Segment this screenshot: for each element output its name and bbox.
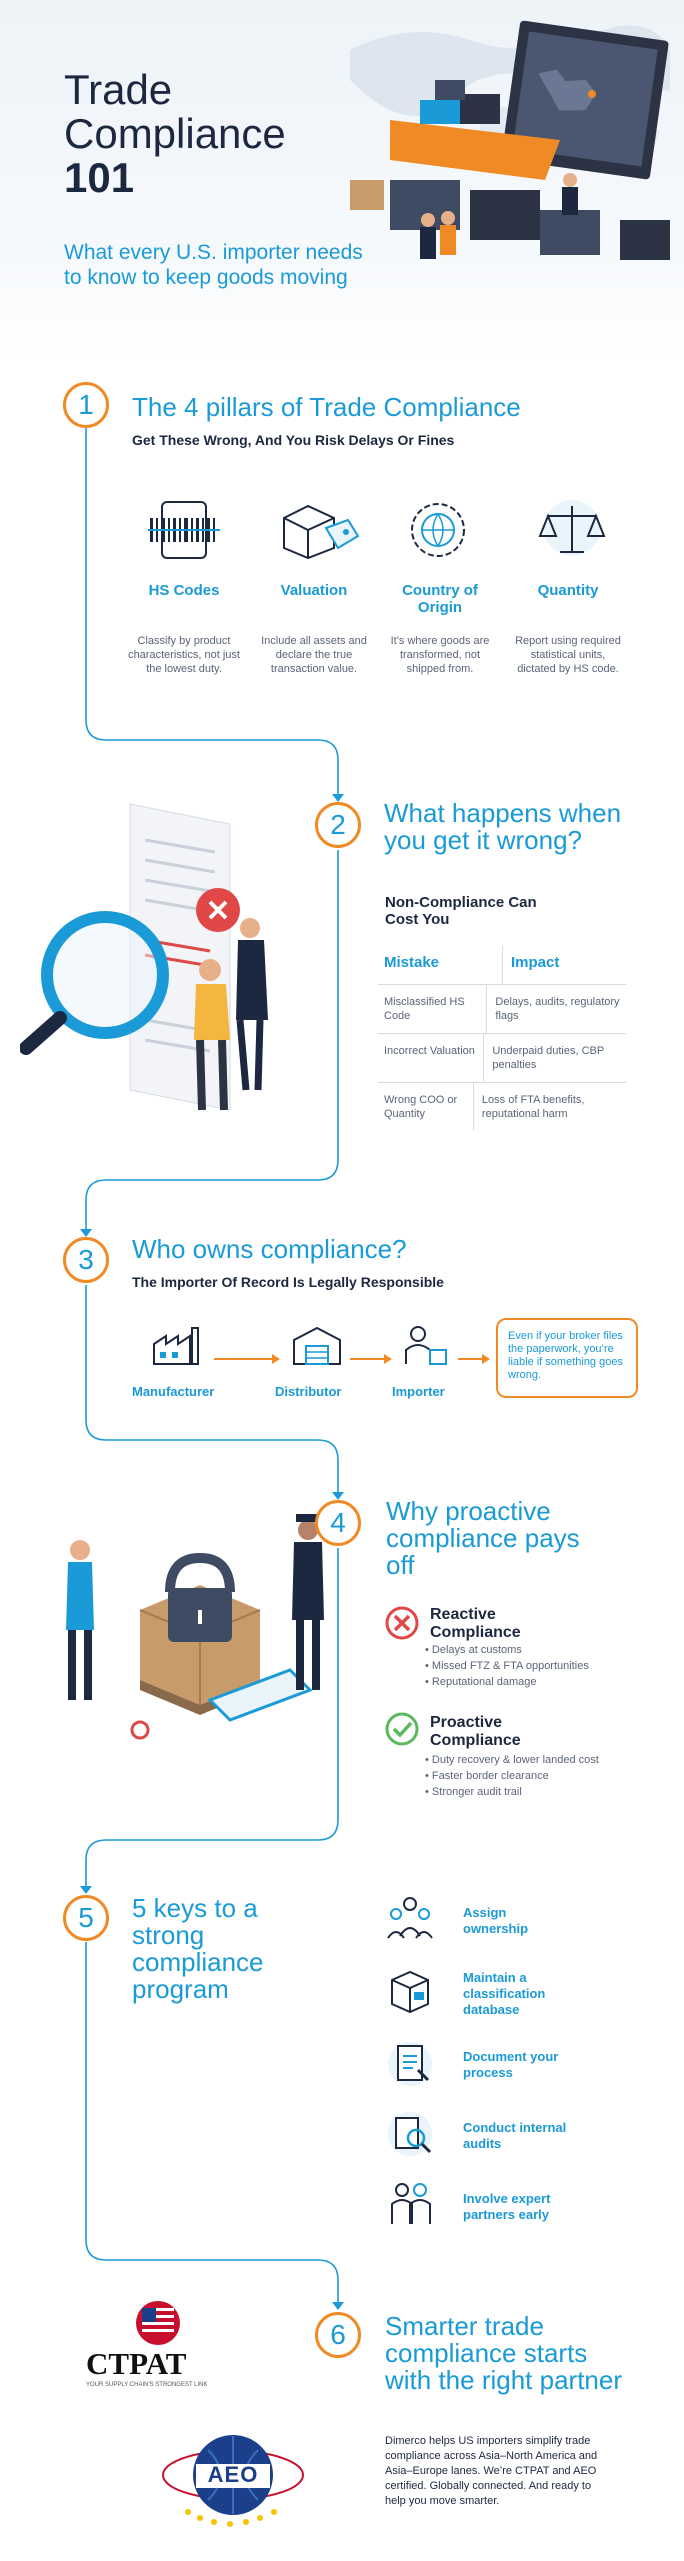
expert-partners-icon — [391, 2183, 431, 2224]
section-2-title: What happens when you get it wrong? — [384, 798, 622, 855]
section-6-body: Dimerco helps US importers simplify trad… — [385, 2435, 598, 2507]
page-title: Trade Compliance 101 — [64, 66, 286, 201]
ctpat-flag-emblem — [136, 2301, 180, 2345]
section-1-subtitle: Get These Wrong, And You Risk Delays Or … — [132, 432, 455, 448]
section-1-number: 1 — [63, 382, 109, 428]
mistake-impact-table: Mistake Impact Misclassified HS Code Del… — [378, 946, 626, 1131]
proactive-list: • Duty recovery & lower landed cost • Fa… — [425, 1754, 599, 1798]
reactive-item: Missed FTZ & FTA opportunities — [431, 1660, 589, 1672]
aeo-globe-logo — [162, 2435, 304, 2527]
globe-gear-icon — [411, 503, 465, 557]
section-4-title: Why proactive compliance pays off — [386, 1496, 580, 1580]
column-header: Impact — [511, 954, 560, 971]
chain-arrow-3 — [458, 1354, 490, 1364]
pillar-label: Valuation — [280, 582, 348, 599]
proactive-item: Faster border clearance — [431, 1770, 549, 1782]
section-3-number: 3 — [63, 1237, 109, 1283]
key-expert-partners: Involve expert partners early — [463, 2191, 551, 2222]
magnifier-document-illustration — [20, 803, 268, 1111]
table-cell: Underpaid duties, CBP penalties — [492, 1045, 605, 1071]
section-3-title: Who owns compliance? — [132, 1234, 407, 1264]
box-price-tag-icon — [283, 504, 360, 560]
security-pallet-illustration — [66, 1514, 324, 1740]
pillar-desc: Classify by product characteristics, not… — [128, 635, 240, 675]
section-2-number: 2 — [315, 802, 361, 848]
table-cell: Misclassified HS Code — [378, 985, 488, 1033]
table-row: Misclassified HS Code Delays, audits, re… — [378, 984, 626, 1033]
factory-icon — [153, 1327, 199, 1365]
table-cell: Delays, audits, regulatory flags — [495, 996, 620, 1022]
timeline-connector — [80, 424, 344, 2310]
pillar-desc: Include all assets and declare the true … — [261, 635, 367, 675]
key-internal-audits: Conduct internal audits — [463, 2120, 567, 2151]
chain-arrow-1 — [214, 1354, 280, 1364]
section-5-number: 5 — [63, 1895, 109, 1941]
reactive-x-icon — [385, 1606, 419, 1640]
reactive-list: • Delays at customs • Missed FTZ & FTA o… — [425, 1644, 589, 1688]
table-cell: Incorrect Valuation — [378, 1034, 485, 1082]
key-document-process: Document your process — [463, 2049, 559, 2080]
reactive-item: Delays at customs — [431, 1644, 522, 1656]
pillar-label: HS Codes — [148, 582, 220, 599]
team-icon — [387, 1897, 433, 1939]
pillar-label: Country of Origin — [402, 582, 478, 616]
table-cell: Loss of FTA benefits, reputational harm — [481, 1094, 585, 1120]
pillar-hs-codes: HS Codes Classify by product characteris… — [128, 582, 240, 676]
pillar-desc: It’s where goods are transformed, not sh… — [390, 635, 490, 675]
liability-note: Even if your broker files the paperwork,… — [496, 1318, 638, 1398]
ctpat-tagline: YOUR SUPPLY CHAIN'S STRONGEST LINK — [86, 2382, 208, 2388]
key-classification-database: Maintain a classification database — [463, 1970, 546, 2017]
section-6-title: Smarter trade compliance starts with the… — [385, 2311, 623, 2395]
pillar-valuation: Valuation Include all assets and declare… — [258, 582, 370, 676]
aeo-logo-text: AEO — [207, 2462, 259, 2487]
audit-magnifier-icon — [388, 2112, 432, 2156]
pillar-label: Quantity — [537, 582, 599, 599]
section-4-number: 4 — [315, 1500, 361, 1546]
section-5-title: 5 keys to a strong compliance program — [132, 1893, 264, 2004]
table-cell: Wrong COO or Quantity — [378, 1083, 474, 1131]
pillar-quantity: Quantity Report using required statistic… — [512, 582, 624, 676]
reactive-item: Reputational damage — [431, 1676, 537, 1688]
proactive-check-icon — [385, 1712, 419, 1746]
pillar-country-of-origin: Country of Origin It’s where goods are t… — [384, 582, 496, 676]
pillar-desc: Report using required statistical units,… — [515, 635, 621, 675]
ctpat-logo-text: CTPAT — [86, 2346, 187, 2381]
table-row: Incorrect Valuation Underpaid duties, CB… — [378, 1033, 626, 1082]
chain-importer: Importer — [392, 1384, 445, 1399]
proactive-item: Stronger audit trail — [431, 1786, 522, 1798]
document-icon — [388, 2042, 432, 2086]
section-3-subtitle: The Importer Of Record Is Legally Respon… — [132, 1274, 444, 1290]
logistics-illustration — [350, 20, 670, 260]
table-row: Wrong COO or Quantity Loss of FTA benefi… — [378, 1082, 626, 1131]
chain-manufacturer: Manufacturer — [132, 1384, 215, 1399]
section-2-subtitle: Non-Compliance Can Cost You — [385, 894, 537, 928]
chain-distributor: Distributor — [275, 1384, 342, 1399]
barcode-phone-icon — [148, 501, 220, 559]
section-6-number: 6 — [315, 2312, 361, 2358]
column-header: Mistake — [378, 946, 503, 984]
chain-arrow-2 — [350, 1354, 392, 1364]
scale-icon — [538, 500, 606, 556]
table-header-row: Mistake Impact — [378, 946, 626, 984]
reactive-title: Reactive Compliance — [430, 1606, 521, 1641]
warehouse-icon — [293, 1326, 341, 1365]
key-assign-ownership: Assign ownership — [463, 1905, 529, 1936]
proactive-title: Proactive Compliance — [430, 1714, 521, 1749]
section-1-title: The 4 pillars of Trade Compliance — [132, 392, 521, 422]
importer-person-icon — [405, 1326, 447, 1365]
page-subtitle: What every U.S. importer needs to know t… — [64, 241, 363, 289]
database-box-icon — [391, 1970, 429, 2014]
proactive-item: Duty recovery & lower landed cost — [431, 1754, 599, 1766]
